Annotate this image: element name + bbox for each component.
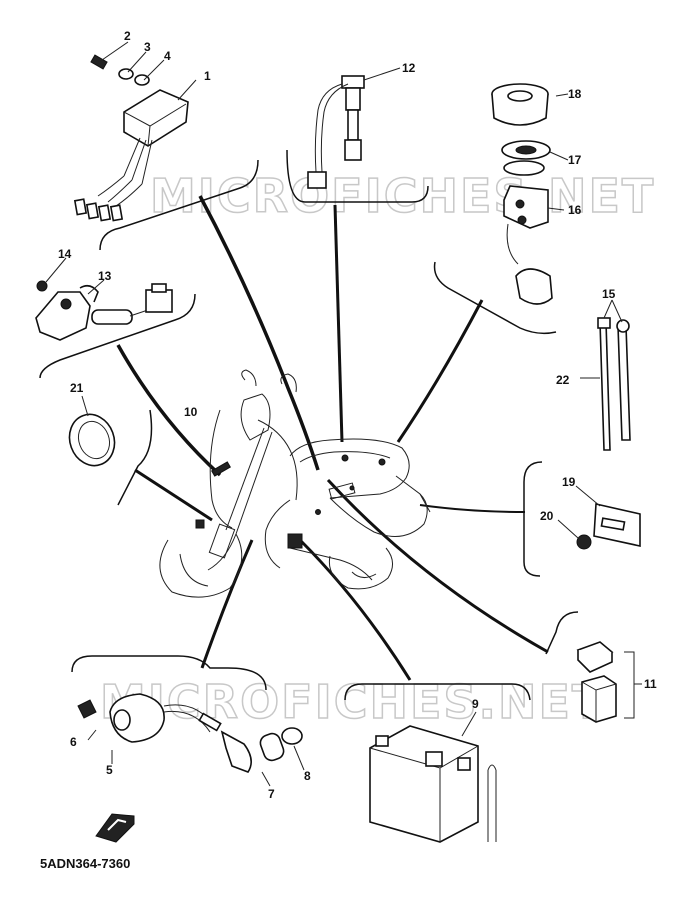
scooter-outline [159,369,431,598]
callout-16: 16 [568,203,582,217]
watermark-bottom: MICROFICHES.NET [100,675,605,729]
diagram-code: 5ADN364-7360 [40,856,130,871]
callout-8: 8 [304,769,311,783]
callout-17: 17 [568,153,582,167]
callout-4: 4 [164,49,171,63]
callout-2: 2 [124,29,131,43]
callout-18: 18 [568,87,582,101]
cdi-unit-part [73,41,197,222]
harness-leaders [116,195,549,681]
front-direction-icon [95,813,135,843]
cable-ties-part [580,299,631,451]
ignition-coil-part [77,693,305,787]
horn-part [68,395,116,467]
callout-5: 5 [106,763,113,777]
callout-21: 21 [70,381,84,395]
watermark-top: MICROFICHES.NET [150,169,655,223]
callout-14: 14 [58,247,72,261]
relay-bracket-part [35,257,173,341]
callout-13: 13 [98,269,112,283]
callout-labels: 1 2 3 4 5 6 7 8 9 10 11 12 13 14 15 16 1… [58,29,657,801]
bracket-nut-part [557,485,641,550]
callout-9: 9 [472,697,479,711]
callout-7: 7 [268,787,275,801]
fuse-relay-part [576,641,642,723]
callout-22: 22 [556,373,570,387]
battery-part [369,711,497,843]
callout-20: 20 [540,509,554,523]
callout-15: 15 [602,287,616,301]
callout-11: 11 [644,677,657,691]
panel-brackets [39,149,579,701]
callout-10: 10 [184,405,198,419]
callout-12: 12 [402,61,416,75]
callout-6: 6 [70,735,77,749]
callout-19: 19 [562,475,576,489]
fuel-sender-part [491,83,569,305]
callout-1: 1 [204,69,211,83]
callout-3: 3 [144,40,151,54]
sensor-switch-part [307,67,401,189]
